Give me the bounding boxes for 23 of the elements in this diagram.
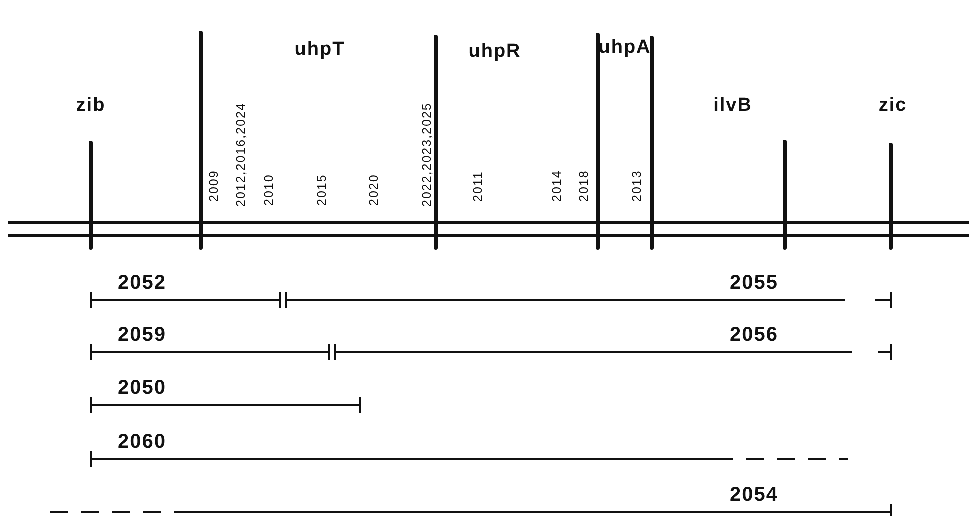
mutation-number: 2013 <box>630 170 644 202</box>
mutation-number: 2018 <box>578 170 590 202</box>
gene-label: ilvB <box>714 96 752 115</box>
mutation-number: 2020 <box>368 174 380 206</box>
deletion-label: 2060 <box>118 432 166 452</box>
deletion-label: 2059 <box>118 325 166 345</box>
mutation-number: 2011 <box>472 171 484 202</box>
deletion-label: 2052 <box>118 273 166 293</box>
gene-label: zib <box>76 96 106 115</box>
deletion-label: 2050 <box>118 378 166 398</box>
gene-label: uhpR <box>468 42 522 61</box>
mutation-number: 2015 <box>316 174 328 206</box>
deletion-label: 2054 <box>730 485 778 505</box>
gene-label: zic <box>878 96 908 115</box>
deletion-label: 2056 <box>730 325 778 345</box>
mutation-number: 2010 <box>262 174 276 206</box>
mutation-number: 2012,2016,2024 <box>234 102 248 207</box>
gene-label: uhpA <box>598 38 652 57</box>
mutation-number: 2009 <box>208 170 220 202</box>
mutation-number: 2022,2023,2025 <box>420 102 434 207</box>
deletion-label: 2055 <box>730 273 778 293</box>
mutation-number: 2014 <box>550 170 564 202</box>
gene-label: uhpT <box>294 40 346 59</box>
